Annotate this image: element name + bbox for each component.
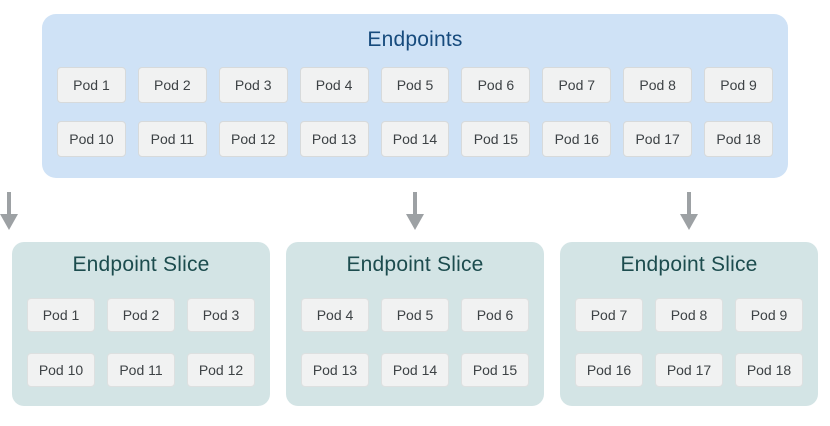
pod-chip: Pod 18 bbox=[704, 121, 773, 157]
down-arrow-icon bbox=[406, 192, 424, 230]
pod-chip: Pod 4 bbox=[301, 298, 369, 332]
endpoint-slice-title: Endpoint Slice bbox=[346, 253, 484, 276]
pod-chip: Pod 9 bbox=[735, 298, 803, 332]
pod-chip: Pod 9 bbox=[704, 67, 773, 103]
pod-chip: Pod 8 bbox=[655, 298, 723, 332]
pod-chip: Pod 13 bbox=[299, 121, 369, 157]
pod-chip: Pod 8 bbox=[623, 67, 693, 103]
pod-chip: Pod 12 bbox=[218, 121, 288, 157]
pod-chip: Pod 7 bbox=[542, 67, 612, 103]
pod-chip: Pod 12 bbox=[187, 353, 255, 387]
down-arrow-icon bbox=[0, 192, 18, 230]
pod-chip: Pod 15 bbox=[461, 353, 529, 387]
arrow-head bbox=[0, 214, 18, 230]
slice-pod-grid: Pod 1 Pod 2 Pod 3 Pod 10 Pod 11 Pod 12 bbox=[27, 298, 255, 387]
pod-chip: Pod 14 bbox=[380, 121, 450, 157]
pod-chip: Pod 6 bbox=[461, 67, 531, 103]
pod-chip: Pod 13 bbox=[301, 353, 369, 387]
pod-chip: Pod 2 bbox=[107, 298, 175, 332]
pod-chip: Pod 3 bbox=[187, 298, 255, 332]
pod-chip: Pod 18 bbox=[735, 353, 803, 387]
pod-chip: Pod 1 bbox=[27, 298, 95, 332]
pod-chip: Pod 10 bbox=[57, 121, 126, 157]
arrow-head bbox=[680, 214, 698, 230]
pod-chip: Pod 5 bbox=[381, 298, 449, 332]
pod-chip: Pod 7 bbox=[575, 298, 643, 332]
pod-chip: Pod 1 bbox=[57, 67, 126, 103]
pod-chip: Pod 16 bbox=[575, 353, 643, 387]
pod-chip: Pod 4 bbox=[299, 67, 369, 103]
pod-chip: Pod 2 bbox=[137, 67, 207, 103]
endpoints-pod-grid: Pod 1 Pod 2 Pod 3 Pod 4 Pod 5 Pod 6 Pod 7 Pod 8… bbox=[57, 67, 773, 157]
pod-chip: Pod 5 bbox=[380, 67, 450, 103]
arrow-stem bbox=[413, 192, 417, 216]
pod-chip: Pod 15 bbox=[461, 121, 531, 157]
endpoints-box: Endpoints Pod 1 Pod 2 Pod 3 Pod 4 Pod 5 Pod 6… bbox=[42, 14, 788, 178]
pod-chip: Pod 17 bbox=[655, 353, 723, 387]
arrow-head bbox=[406, 214, 424, 230]
pod-chip: Pod 6 bbox=[461, 298, 529, 332]
endpoint-slice-title: Endpoint Slice bbox=[72, 253, 210, 276]
pod-chip: Pod 16 bbox=[542, 121, 612, 157]
endpoint-slice-title: Endpoint Slice bbox=[620, 253, 758, 276]
endpoints-title: Endpoints bbox=[367, 28, 463, 51]
pod-chip: Pod 17 bbox=[623, 121, 693, 157]
slice-pod-grid: Pod 7 Pod 8 Pod 9 Pod 16 Pod 17 Pod 18 bbox=[575, 298, 803, 387]
arrow-stem bbox=[7, 192, 11, 216]
arrow-stem bbox=[687, 192, 691, 216]
down-arrow-icon bbox=[680, 192, 698, 230]
pod-chip: Pod 11 bbox=[107, 353, 175, 387]
slice-pod-grid: Pod 4 Pod 5 Pod 6 Pod 13 Pod 14 Pod 15 bbox=[301, 298, 529, 387]
pod-chip: Pod 11 bbox=[137, 121, 207, 157]
pod-chip: Pod 3 bbox=[218, 67, 288, 103]
pod-chip: Pod 10 bbox=[27, 353, 95, 387]
pod-chip: Pod 14 bbox=[381, 353, 449, 387]
